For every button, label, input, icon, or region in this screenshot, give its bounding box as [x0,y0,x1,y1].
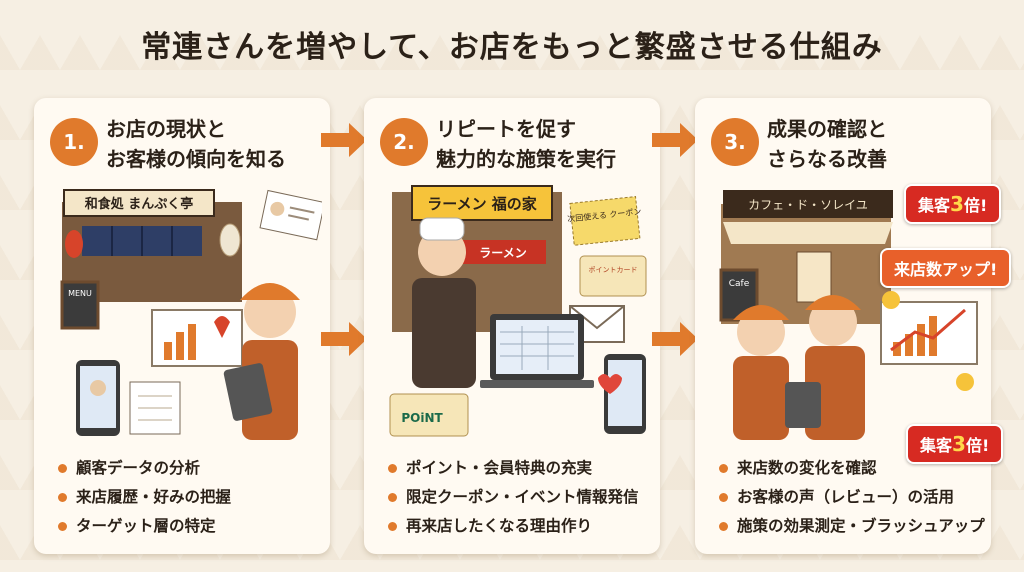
customer-profile-card [259,189,322,241]
cafe-board-label: Cafe [729,279,750,289]
smiley-icon [882,291,900,309]
bullet-list: ポイント・会員特典の充実 限定クーポン・イベント情報発信 再来店したくなる理由作… [388,454,652,541]
cafe-sign: カフェ・ド・ソレイユ [748,198,868,212]
ramen-sign-board [411,185,553,221]
repeat-promotion-illustration: ラーメン 福の家 ラーメン 次回使える クーポン ポイントカード POiNT [389,185,647,437]
location-pin-icon [214,316,230,338]
bullet-item: 顧客データの分析 [58,454,322,483]
visit-count-up-badge: 来店数アップ! [880,248,1012,288]
tablet [785,382,821,428]
ramen-sign: ラーメン 福の家 [427,195,537,213]
page-title: 常連さんを増やして、お店をもっと繁盛させる仕組み [141,30,883,65]
results-improvement-illustration: カフェ・ド・ソレイユ Cafe [719,190,978,440]
visitors-triple-badge: 集客3倍! [906,424,1004,464]
chef-hat [419,217,465,241]
tablet [223,363,273,421]
point-card-small [389,393,469,437]
shop-sign-board [63,189,215,217]
shop-sign: 和食処 まんぷく亭 [85,196,194,212]
cafe-sign-board [723,190,893,218]
bullet-dot-icon [388,464,397,473]
bullet-item: 施策の効果測定・ブラッシュアップ [719,512,985,541]
bandana [240,283,300,300]
menu-board-label: MENU [68,289,92,298]
point-label: POiNT [401,411,443,425]
bullet-list: 顧客データの分析 来店履歴・好みの把握 ターゲット層の特定 [58,454,322,541]
lantern-icon [65,230,83,258]
step-title-line2: お客様の傾向を知る [106,147,286,171]
bullet-item: 来店履歴・好みの把握 [58,483,322,512]
bullet-item: お客様の声（レビュー）の活用 [719,483,983,512]
step-number-badge: 2. [380,118,428,166]
step-title-line1: お店の現状と [106,117,226,141]
step-number-badge: 1. [50,118,98,166]
bullet-item: 限定クーポン・イベント情報発信 [388,483,652,512]
step-title-line2: さらなる改善 [767,147,887,171]
bullet-item: ポイント・会員特典の充実 [388,454,652,483]
step-title: リピートを促す 魅力的な施策を実行 [436,114,650,174]
step-title: お店の現状と お客様の傾向を知る [106,114,320,174]
bullet-dot-icon [58,522,67,531]
bullet-dot-icon [388,522,397,531]
visitors-triple-badge: 集客3倍! [904,184,1002,224]
heart-icon [598,374,622,394]
point-card [579,255,647,297]
step-title-line1: リピートを促す [436,117,576,141]
bullet-dot-icon [58,464,67,473]
menu-board [60,280,100,330]
point-card-label: ポイントカード [589,266,638,274]
step-card-3: 3. 成果の確認と さらなる改善 カフェ・ド・ソレイユ Cafe 来店数の変化を… [695,98,991,554]
step-card-1: 1. お店の現状と お客様の傾向を知る 和食処 まんぷく亭 MENU [34,98,330,554]
bullet-item: 再来店したくなる理由作り [388,512,652,541]
coupon-ticket: 次回使える クーポン [567,196,642,246]
step-number-badge: 3. [711,118,759,166]
bullet-dot-icon [719,464,728,473]
bullet-list: 来店数の変化を確認 お客様の声（レビュー）の活用 施策の効果測定・ブラッシュアッ… [719,454,985,541]
bullet-dot-icon [58,493,67,502]
bullet-item: 来店数の変化を確認 [719,454,983,483]
step-card-2: 2. リピートを促す 魅力的な施策を実行 ラーメン 福の家 ラーメン 次回使える… [364,98,660,554]
paper-lantern-icon [219,223,241,257]
step-title: 成果の確認と さらなる改善 [767,114,981,174]
ramen-noren [460,240,546,264]
restaurant-analysis-illustration: 和食処 まんぷく亭 MENU [60,189,322,440]
bullet-dot-icon [388,493,397,502]
bullet-item: ターゲット層の特定 [58,512,322,541]
trend-up-icon [890,308,966,352]
arrow-right-icon [652,322,698,356]
step-title-line1: 成果の確認と [767,117,887,141]
smiley-icon [956,373,974,391]
cafe-awning [723,222,893,244]
arrow-right-icon [321,322,367,356]
arrow-right-icon [652,123,698,157]
arrow-right-icon [321,123,367,157]
step-title-line2: 魅力的な施策を実行 [436,147,616,171]
ramen-noren-label: ラーメン [479,246,527,260]
cafe-door [796,251,832,303]
bullet-dot-icon [719,493,728,502]
bullet-dot-icon [719,522,728,531]
chef-apron [412,278,476,388]
